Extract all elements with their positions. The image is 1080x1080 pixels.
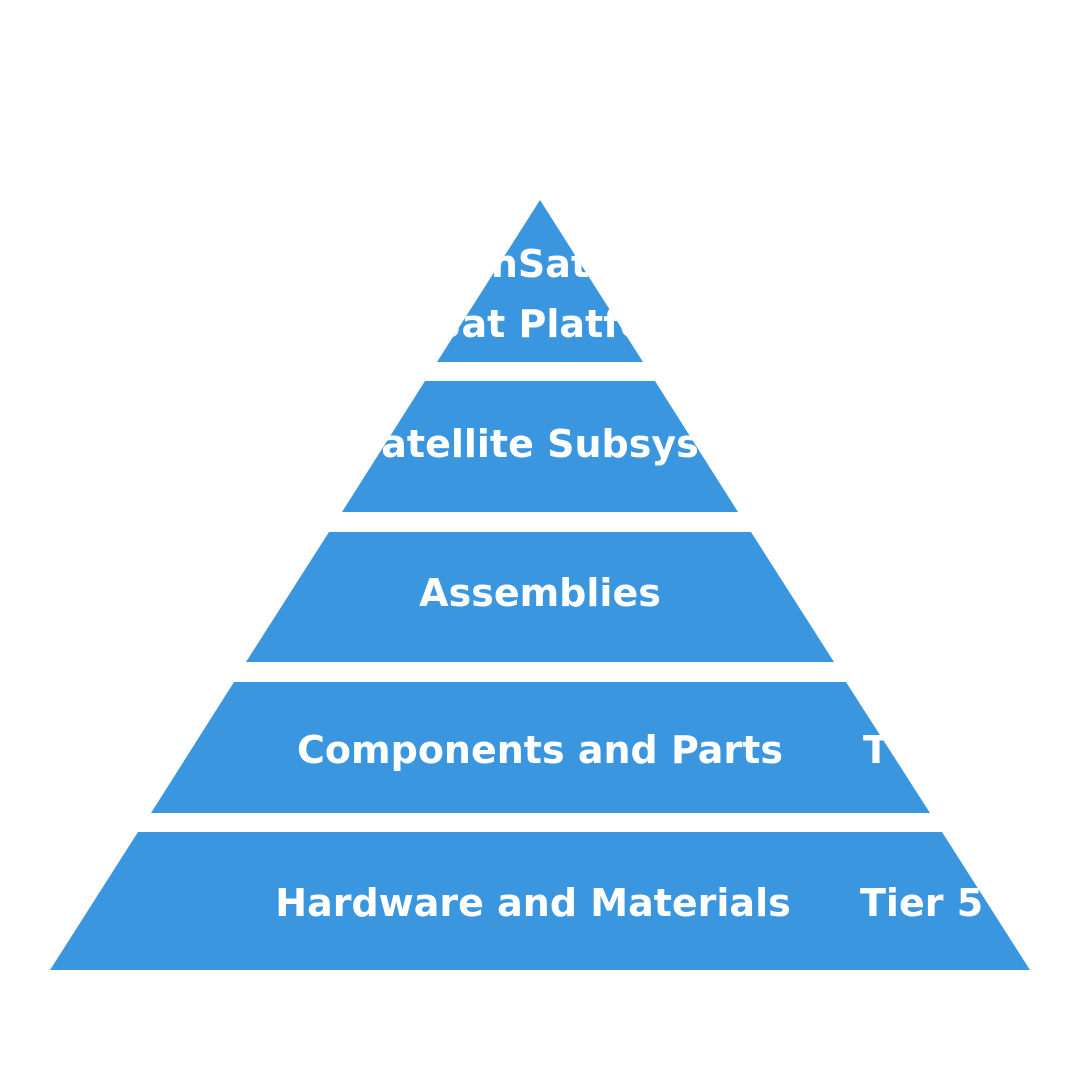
tier-2-line-1: atellite Subsys [381,422,698,466]
tier-3-line-1: Assemblies [419,571,661,615]
tier-4-tier-label: T [863,728,889,772]
pyramid-tier-1: nSat Sat Platfo [434,200,646,362]
tier-1-band [437,200,643,362]
tier-3-band [246,532,834,662]
tier-5-tier-label: Tier 5 [860,881,983,925]
tier-5-line-1: Hardware and Materials [275,881,790,925]
pyramid-tier-4: Components and Parts T [151,682,930,813]
pyramid-tier-3: Assemblies [246,532,834,662]
pyramid-tier-5: Hardware and Materials Tier 5 [50,832,1030,970]
tier-4-band [151,682,930,813]
tier-1-line-2: Sat Platfo [434,302,646,346]
tier-1-line-1: nSat [491,242,589,286]
tier-5-band [50,832,1030,970]
tier-4-line-1: Components and Parts [297,728,783,772]
tier-2-band [342,381,738,512]
pyramid-tier-2: atellite Subsys [342,381,738,512]
